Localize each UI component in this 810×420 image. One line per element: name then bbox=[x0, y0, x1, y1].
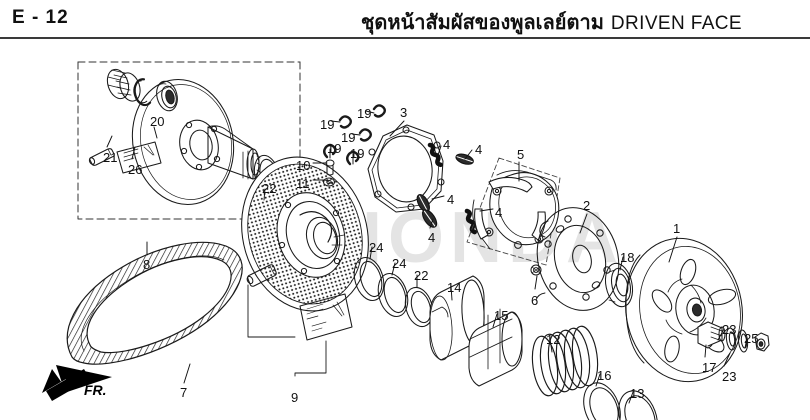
callout-number-17: 17 bbox=[702, 360, 717, 375]
part-2-driven-face-plate bbox=[535, 207, 620, 311]
part-21-needle-bearing bbox=[106, 68, 141, 102]
callout-number-7: 7 bbox=[180, 385, 188, 400]
part-5-clutch-weight-assembly bbox=[466, 157, 561, 266]
part-6-flange-bolt bbox=[530, 264, 542, 276]
callout-number-19: 19 bbox=[341, 130, 356, 145]
callout-number-4: 4 bbox=[447, 192, 455, 207]
front-direction-arrow bbox=[42, 365, 112, 401]
callout-number-12: 12 bbox=[546, 332, 561, 347]
callout-number-8: 8 bbox=[143, 257, 151, 272]
callout-number-3: 3 bbox=[400, 105, 408, 120]
part-12-clutch-spring bbox=[531, 325, 599, 397]
callout-number-19: 19 bbox=[320, 117, 335, 132]
assembly-box-8 bbox=[77, 61, 301, 220]
callout-number-2: 2 bbox=[583, 198, 591, 213]
callout-number-14: 14 bbox=[447, 280, 462, 295]
part-9-grease-tube bbox=[246, 264, 296, 338]
part-9-grease-tube-upper bbox=[88, 148, 115, 166]
callout-leader-lines bbox=[106, 110, 748, 404]
callout-number-1: 1 bbox=[673, 221, 681, 236]
part-25-lock-nut bbox=[754, 332, 770, 352]
callout-number-25: 25 bbox=[744, 331, 759, 346]
part-18-oil-seal-hub bbox=[604, 262, 634, 308]
part-24-o-ring-b bbox=[377, 272, 409, 318]
callout-number-11: 11 bbox=[296, 176, 310, 191]
part-11-washer bbox=[322, 177, 336, 187]
page-header: E - 12 ชุดหน้าสัมผัสของพูลเลย์ตาม DRIVEN … bbox=[0, 0, 810, 39]
callout-number-22: 22 bbox=[262, 181, 277, 196]
callout-number-9: 9 bbox=[291, 390, 299, 405]
part-9-label-card bbox=[294, 293, 353, 377]
part-26-circlip bbox=[133, 78, 152, 107]
callout-number-4: 4 bbox=[475, 142, 483, 157]
header-divider bbox=[0, 37, 810, 39]
callout-number-23: 23 bbox=[722, 369, 737, 384]
callout-number-23: 23 bbox=[722, 322, 737, 337]
callout-number-4: 4 bbox=[428, 230, 436, 245]
page-code: E - 12 bbox=[12, 7, 69, 28]
part-1-clutch-outer-drum bbox=[625, 237, 743, 383]
part-19-retaining-clips bbox=[323, 104, 386, 166]
part-24-o-ring-a bbox=[353, 256, 385, 302]
exploded-diagram-art bbox=[42, 61, 770, 420]
page-title-english: DRIVEN FACE bbox=[610, 13, 742, 34]
callout-number-10: 10 bbox=[296, 158, 311, 173]
part-7-drive-belt bbox=[66, 241, 243, 365]
callout-number-26: 26 bbox=[128, 162, 143, 177]
callout-number-18: 18 bbox=[620, 250, 635, 265]
callout-number-24: 24 bbox=[392, 256, 407, 271]
page-title: ชุดหน้าสัมผัสของพูลเลย์ตาม DRIVEN FACE bbox=[361, 6, 742, 38]
callout-number-15: 15 bbox=[494, 308, 509, 323]
part-16-o-ring-inner bbox=[583, 382, 621, 420]
callout-number-21: 21 bbox=[103, 150, 118, 165]
callout-number-4: 4 bbox=[495, 205, 503, 220]
part-3-clutch-weight-plate bbox=[367, 124, 445, 213]
part-20-oil-seal bbox=[156, 80, 178, 112]
part-15-guide-bushing bbox=[468, 308, 523, 387]
part-8-driven-face-disc bbox=[131, 78, 261, 206]
callout-number-6: 6 bbox=[531, 293, 539, 308]
callout-number-22: 22 bbox=[414, 268, 429, 283]
callout-number-5: 5 bbox=[517, 147, 525, 162]
callout-number-24: 24 bbox=[369, 240, 384, 255]
page-title-thai: ชุดหน้าสัมผัสของพูลเลย์ตาม bbox=[360, 12, 604, 34]
callout-number-19: 19 bbox=[357, 106, 372, 121]
callout-number-19: 19 bbox=[327, 141, 342, 156]
part-13-o-ring-outer bbox=[618, 390, 658, 420]
callout-number-4: 4 bbox=[443, 137, 451, 152]
callout-number-13: 13 bbox=[630, 386, 645, 401]
callout-number-16: 16 bbox=[597, 368, 612, 383]
callout-number-19: 19 bbox=[350, 146, 365, 161]
callout-number-20: 20 bbox=[150, 114, 165, 129]
front-direction-label: FR. bbox=[84, 382, 107, 398]
